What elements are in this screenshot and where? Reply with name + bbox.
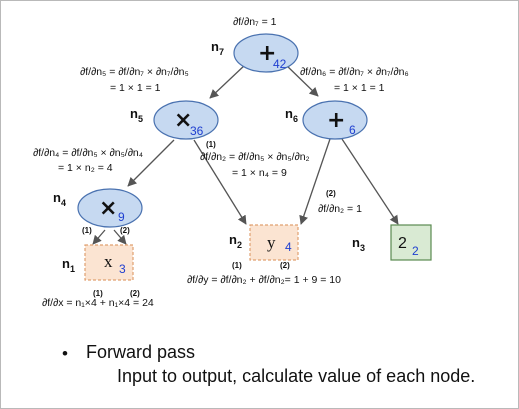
node-n7-value: 42 [273,57,287,71]
node-n4-id: n4 [53,190,66,208]
edge-index-label: (2) [130,289,140,298]
node-n4-op: × [99,196,117,221]
grad-n2a-line2: = 1 × n₄ = 9 [232,167,287,179]
node-n5-id: n5 [130,106,143,124]
edge-n5-n2 [193,139,247,225]
edge-index-label: (2) [120,226,130,235]
edge-index-label: (1) [232,261,242,270]
node-n2-id: n2 [229,232,242,250]
edge-index-label: (1) [82,226,92,235]
edge-index-label: (2) [326,189,336,198]
edge-n5-n4 [127,139,175,187]
edge-index-label: (1) [93,289,103,298]
node-n3-id: n3 [352,235,365,253]
node-n6 [302,100,368,140]
grad-n6-line1: ∂f/∂n₆ = ∂f/∂n₇ × ∂n₇/∂n₆ [300,66,409,78]
node-n2-symbol: y [267,233,276,252]
node-n6-op: + [327,108,345,133]
grad-n6-line2: = 1 × 1 = 1 [334,82,385,94]
grad-n2b: ∂f/∂n₂ = 1 [318,203,362,215]
edge-index-label: (1) [206,140,216,149]
grad-dy: ∂f/∂y = ∂f/∂n₂ + ∂f/∂n₂= 1 + 9 = 10 [187,274,341,286]
edge-n6-n3 [341,138,399,225]
edge-n7-n5 [209,63,247,99]
grad-n4-line1: ∂f/∂n₄ = ∂f/∂n₅ × ∂n₅/∂n₄ [33,147,143,159]
edge-n4-n1-right [113,229,127,245]
grad-n5-line2: = 1 × 1 = 1 [110,82,161,94]
grad-n2a-line1: ∂f/∂n₂ = ∂f/∂n₅ × ∂n₅/∂n₂ [200,151,310,163]
node-n2-value: 4 [285,240,292,254]
edge-n6-n2 [299,138,331,225]
node-n6-value: 6 [349,123,356,137]
node-n6-id: n6 [285,106,298,124]
node-n7-id: n7 [211,39,224,57]
grad-n4-line2: = 1 × n₂ = 4 [58,162,113,174]
node-n3-value: 2 [412,244,419,258]
bullet-subtitle: Input to output, calculate value of each… [117,366,476,386]
node-n1-id: n1 [62,256,75,274]
node-n1-value: 3 [119,262,126,276]
node-n4-value: 9 [118,210,125,224]
node-n5-op: × [174,108,192,133]
node-n2 [249,224,299,261]
grad-n5-line1: ∂f/∂n₅ = ∂f/∂n₇ × ∂n₇/∂n₅ [80,66,189,78]
node-n4 [77,188,143,228]
node-n3-symbol: 2 [398,235,407,252]
node-n3 [390,224,432,261]
bullet-marker: • [62,344,68,363]
node-n5-value: 36 [190,124,204,138]
node-n1 [84,244,134,281]
node-n7-op: + [258,41,276,66]
node-n7 [233,33,299,73]
grad-dx: ∂f/∂x = n₁×4 + n₁×4 = 24 [42,297,154,309]
bullet-title: Forward pass [86,342,196,362]
node-n5 [153,100,219,140]
graph-edges [92,63,399,245]
edge-n4-n1-left [92,229,106,245]
node-n1-symbol: x [104,252,113,271]
edge-index-label: (2) [280,261,290,270]
edge-n7-n6 [284,63,319,97]
grad-top: ∂f/∂n₇ = 1 [233,16,277,28]
